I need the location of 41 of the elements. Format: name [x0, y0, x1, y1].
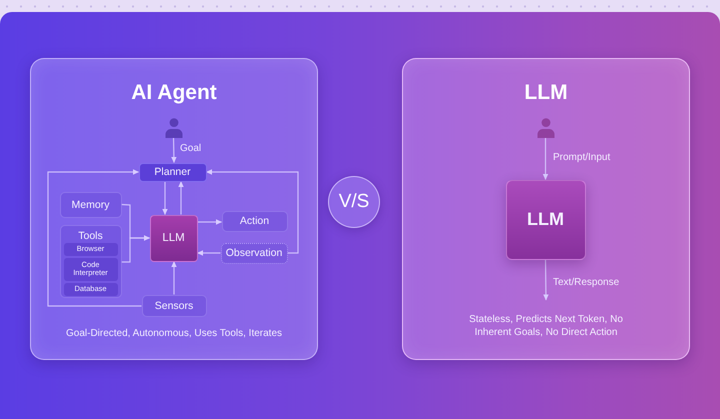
versus-circle — [328, 176, 380, 228]
edge-label: Goal — [180, 143, 202, 154]
node-label: Planner — [154, 166, 191, 178]
group-box — [60, 224, 122, 298]
node-label: Memory — [72, 198, 110, 210]
comparison-card — [402, 58, 690, 360]
card-title: LLM — [524, 81, 568, 105]
arrow — [122, 235, 150, 263]
arrow — [206, 169, 299, 254]
person-icon — [536, 118, 554, 138]
core-process-box — [506, 180, 586, 260]
arrow — [171, 261, 177, 294]
versus-label: V/S — [338, 191, 370, 213]
node-label: Sensors — [154, 300, 194, 312]
arrow — [47, 169, 142, 307]
edge-label: Text/Response — [553, 277, 620, 288]
arrow — [197, 250, 220, 256]
group-heading: Tools — [78, 230, 103, 242]
arrow — [171, 137, 177, 163]
process-box — [222, 210, 288, 232]
arrow — [543, 260, 549, 300]
card-caption: Stateless, Predicts Next Token, No Inherent Goals, No Direct Action — [468, 313, 624, 339]
node-label: LLM — [162, 232, 185, 244]
card-caption: Goal-Directed, Autonomous, Uses Tools, Iterates — [66, 327, 282, 340]
arrow — [542, 138, 548, 180]
tool-item-box — [64, 282, 118, 296]
arrow — [162, 182, 168, 215]
person-icon — [164, 118, 182, 138]
node-label: Observation — [226, 247, 282, 259]
node-label: Action — [240, 215, 270, 227]
process-box — [220, 242, 288, 264]
arrow — [198, 219, 222, 225]
card-title: AI Agent — [131, 81, 217, 105]
edge-label: Prompt/Input — [553, 152, 610, 163]
core-process-box — [150, 214, 198, 262]
process-box — [138, 162, 206, 182]
process-box — [142, 294, 206, 316]
arrow — [178, 181, 184, 214]
comparison-card — [30, 58, 318, 360]
process-box — [60, 192, 122, 218]
node-label: LLM — [527, 209, 564, 230]
